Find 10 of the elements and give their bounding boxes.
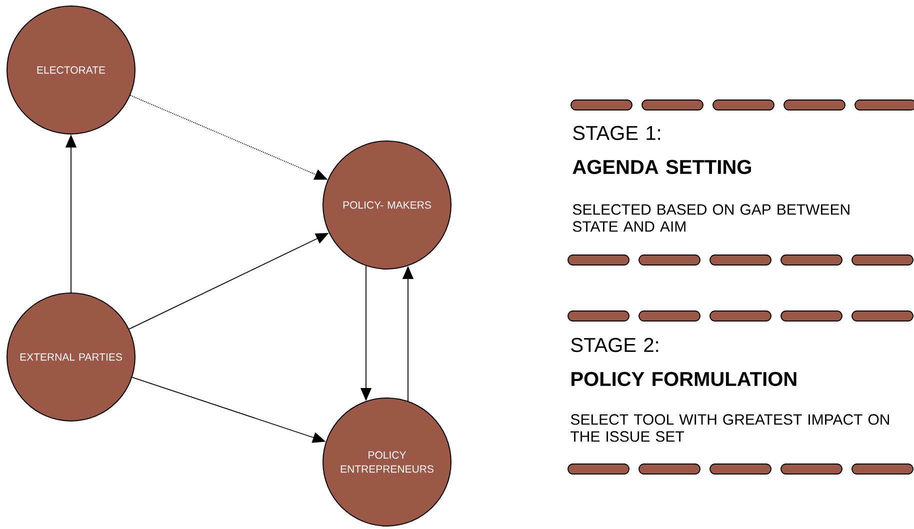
- stage-title: POLICY FORMULATION: [572, 372, 796, 386]
- circle-node: POLICY- MAKERS: [322, 140, 452, 270]
- stage-title: AGENDA SETTING: [572, 160, 751, 174]
- stage-description: SELECTED BASED ON GAP BETWEEN STATE AND AIM: [572, 204, 850, 232]
- circle-node: ELECTORATE: [6, 6, 136, 134]
- circle-node: POLICY ENTREPRENEURS: [322, 398, 452, 526]
- circle-node: EXTERNAL PARTIES: [6, 292, 136, 422]
- stage-number: STAGE 1:: [573, 126, 660, 140]
- stage-number: STAGE 2:: [571, 338, 658, 352]
- stage-description: SELECT TOOL WITH GREATEST IMPACT ON THE ISSUE SET: [570, 414, 889, 442]
